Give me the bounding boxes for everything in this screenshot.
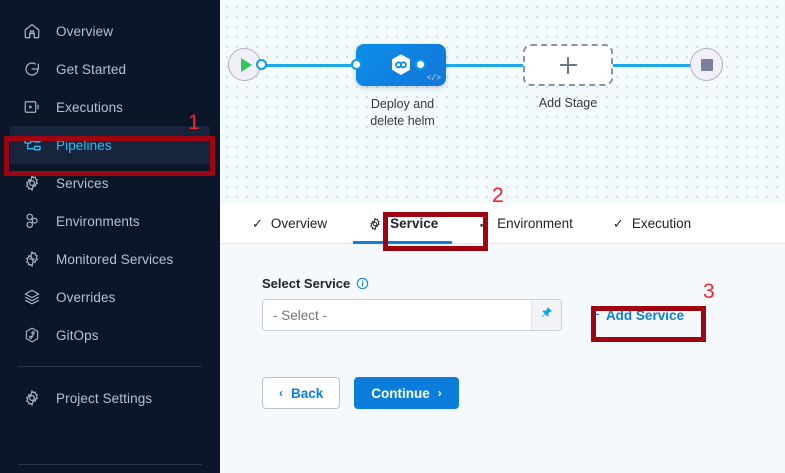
connector-line <box>260 64 405 67</box>
play-icon <box>241 57 252 72</box>
stage-node-label: Deploy and delete helm <box>330 96 475 130</box>
tab-environment[interactable]: ✓ Environment <box>464 204 587 243</box>
tab-label: Overview <box>270 216 328 231</box>
sidebar-item-overrides[interactable]: Overrides <box>0 278 220 316</box>
stage-label-line1: Deploy and <box>370 97 435 111</box>
sidebar-nav-list: Overview Get Started <box>0 12 220 354</box>
tab-label: Execution <box>631 216 692 231</box>
pipeline-graph: </> Deploy and delete helm Add Stage <box>220 42 785 142</box>
back-button-label: Back <box>291 385 324 401</box>
service-form-panel: Select Service <box>220 244 785 473</box>
sidebar-item-overview[interactable]: Overview <box>0 12 220 50</box>
gear-icon <box>22 388 42 408</box>
select-service-row: + Add Service <box>262 299 785 331</box>
form-action-buttons: ‹ Back Continue › <box>262 377 785 409</box>
tab-label: Environment <box>497 216 573 231</box>
pipeline-canvas[interactable]: </> Deploy and delete helm Add Stage <box>220 0 785 204</box>
sidebar-item-label: Services <box>56 175 109 191</box>
gear-icon <box>22 173 42 193</box>
sidebar-item-label: Environments <box>56 213 140 229</box>
back-button[interactable]: ‹ Back <box>262 377 341 409</box>
stop-node[interactable] <box>690 48 723 81</box>
connector-port[interactable] <box>351 59 362 70</box>
tab-overview[interactable]: ✓ Overview <box>238 204 341 243</box>
chevron-right-icon: › <box>437 386 442 400</box>
pin-icon <box>540 306 553 324</box>
plus-icon: + <box>590 305 600 324</box>
sidebar-item-gitops[interactable]: GitOps <box>0 316 220 354</box>
select-service-label-row: Select Service <box>262 276 785 291</box>
continue-button-label: Continue <box>371 385 430 401</box>
gear-icon <box>367 216 382 231</box>
sidebar-item-environments[interactable]: Environments <box>0 202 220 240</box>
play-box-icon <box>22 97 42 117</box>
sidebar-item-pipelines[interactable]: Pipelines <box>10 126 210 164</box>
tab-service[interactable]: Service <box>353 204 453 244</box>
sidebar-divider <box>18 366 202 367</box>
tab-execution[interactable]: ✓ Execution <box>599 204 705 243</box>
stage-tab-bar: ✓ Overview Service ✓ Environment ✓ Execu… <box>220 204 785 244</box>
add-service-label: Add Service <box>605 307 684 323</box>
main-content: </> Deploy and delete helm Add Stage <box>220 0 785 473</box>
hexagon-link-icon <box>387 51 415 79</box>
stage-label-line2: delete helm <box>370 114 435 128</box>
check-icon: ✓ <box>252 216 263 231</box>
pin-button[interactable] <box>531 300 561 330</box>
sidebar-bottom-divider <box>18 464 202 465</box>
stage-node-deploy-and-delete-helm[interactable]: </> <box>356 44 446 86</box>
chevron-left-icon: ‹ <box>279 386 283 400</box>
sidebar-item-label: Executions <box>56 99 124 115</box>
connector-line <box>440 64 540 67</box>
pipeline-icon <box>22 135 42 155</box>
sidebar-item-executions[interactable]: Executions <box>0 88 220 126</box>
sidebar: Overview Get Started <box>0 0 220 473</box>
select-service-label: Select Service <box>262 276 351 291</box>
add-service-button[interactable]: + Add Service <box>590 299 684 331</box>
connector-line <box>608 64 703 67</box>
rocket-start-icon <box>22 59 42 79</box>
select-service-input[interactable] <box>263 300 531 330</box>
sidebar-item-label: Monitored Services <box>56 251 174 267</box>
code-icon: </> <box>426 74 441 83</box>
sidebar-item-label: Get Started <box>56 61 127 77</box>
check-icon: ✓ <box>478 216 490 231</box>
sidebar-item-label: Overrides <box>56 289 116 305</box>
environments-icon <box>22 211 42 231</box>
sidebar-item-get-started[interactable]: Get Started <box>0 50 220 88</box>
start-play-node[interactable] <box>228 48 261 81</box>
plus-icon <box>566 56 570 74</box>
monitored-gear-icon <box>22 249 42 269</box>
gitops-icon <box>22 325 42 345</box>
connector-port[interactable] <box>415 59 426 70</box>
sidebar-item-services[interactable]: Services <box>0 164 220 202</box>
check-icon: ✓ <box>612 216 624 231</box>
sidebar-item-label: Pipelines <box>56 137 112 153</box>
sidebar-item-monitored-services[interactable]: Monitored Services <box>0 240 220 278</box>
info-icon[interactable] <box>356 277 369 290</box>
home-icon <box>22 21 42 41</box>
sidebar-item-label: GitOps <box>56 327 99 343</box>
sidebar-item-label: Overview <box>56 23 114 39</box>
layers-icon <box>22 287 42 307</box>
sidebar-footer-label: Project Settings <box>56 390 153 406</box>
select-service-control[interactable] <box>262 299 562 331</box>
continue-button[interactable]: Continue › <box>354 377 459 409</box>
stop-icon <box>700 58 713 71</box>
connector-port[interactable] <box>256 59 267 70</box>
add-stage-label: Add Stage <box>538 96 598 110</box>
add-stage-button[interactable] <box>523 44 613 86</box>
tab-label: Service <box>390 216 439 231</box>
sidebar-item-project-settings[interactable]: Project Settings <box>0 379 220 417</box>
